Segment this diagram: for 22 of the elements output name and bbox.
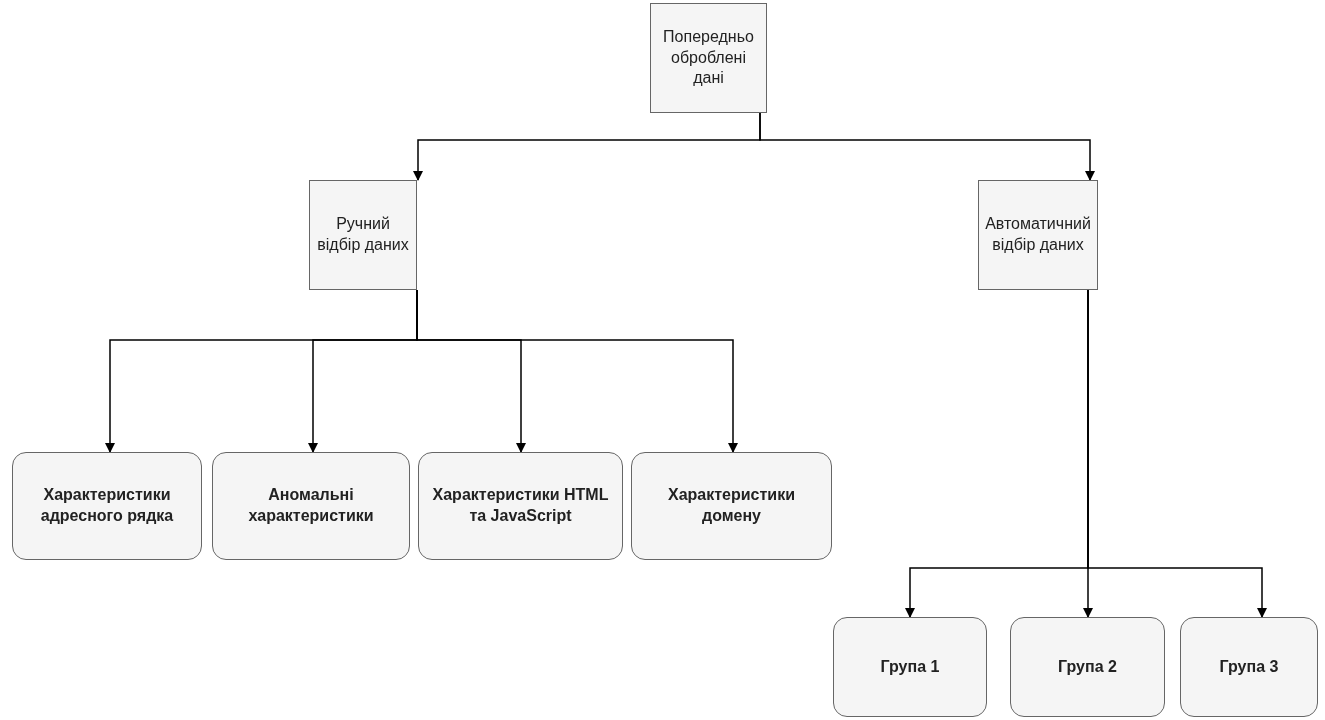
rounded-box: [631, 452, 832, 560]
connector-arrow: [759, 112, 1095, 181]
process-box: [309, 180, 417, 290]
node-label: Характеристики HTML та JavaScript: [431, 485, 610, 526]
rounded-box: [1010, 617, 1165, 717]
rounded-box: [1180, 617, 1318, 717]
rounded-box: [833, 617, 987, 717]
node-label: Характеристики домену: [667, 485, 796, 526]
rounded-box: [212, 452, 410, 560]
node-label: Група 2: [1058, 656, 1117, 677]
process-box: [978, 180, 1098, 290]
node-label: Попередньо оброблені дані: [662, 26, 755, 89]
connector-arrow: [1087, 289, 1267, 618]
node-label: Група 3: [1219, 656, 1279, 677]
rounded-box: [12, 452, 202, 560]
node-label: Ручний відбір даних: [316, 214, 410, 255]
node-label: Група 1: [880, 656, 940, 677]
rounded-box: [418, 452, 623, 560]
node-label: Автоматичний відбір даних: [985, 214, 1091, 255]
node-label: Характеристики адресного рядка: [39, 485, 175, 526]
process-box: [650, 3, 767, 113]
node-label: Аномальні характеристики: [247, 485, 375, 526]
